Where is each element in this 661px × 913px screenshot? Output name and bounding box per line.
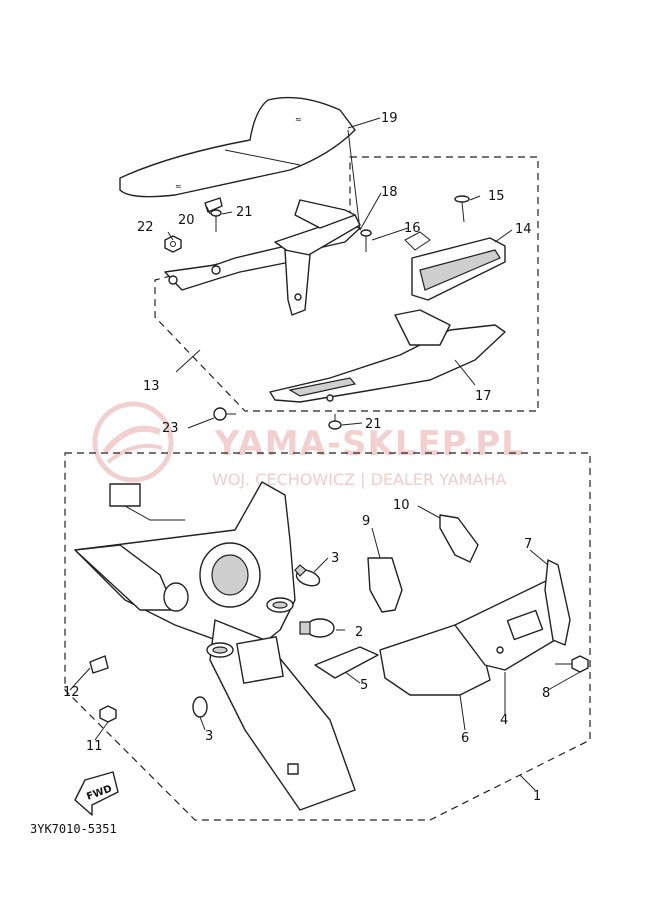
callout-4: 4 <box>500 713 508 728</box>
callout-8: 8 <box>542 686 550 701</box>
callout-10: 10 <box>393 498 410 513</box>
clip-20-icon <box>204 197 223 213</box>
seat-cover-part: ≈ ≈ <box>119 96 356 198</box>
leader-lines <box>69 117 581 791</box>
bolt-11-icon <box>99 705 117 723</box>
svg-text:≈: ≈ <box>295 115 302 124</box>
assembly-1-boundary <box>64 452 591 821</box>
reflector-7-part <box>544 559 571 646</box>
wire-connector-part <box>109 483 185 521</box>
callout-21-lower: 21 <box>365 417 382 432</box>
callout-6: 6 <box>461 731 469 746</box>
callout-18: 18 <box>381 185 398 200</box>
callout-13: 13 <box>143 379 160 394</box>
reflector-9-part <box>367 557 403 613</box>
screw-8-icon <box>555 655 589 673</box>
callout-3-upper: 3 <box>331 551 339 566</box>
watermark-sub-text: WOJ. CECHOWICZ | DEALER YAMAHA <box>212 470 506 489</box>
callout-23: 23 <box>162 421 179 436</box>
callout-1: 1 <box>533 789 541 804</box>
bulb-2-icon <box>299 618 335 638</box>
callout-19: 19 <box>381 111 398 126</box>
callout-20: 20 <box>178 213 195 228</box>
bulb-3-upper-icon <box>294 564 321 587</box>
diagram-code: 3YK7010-5351 <box>30 822 117 836</box>
rear-fender-housing-part <box>74 481 356 811</box>
nut-22-icon <box>164 235 182 253</box>
callout-11: 11 <box>86 739 103 754</box>
callout-5: 5 <box>360 678 368 693</box>
screw-16-icon <box>360 229 372 252</box>
svg-text:≈: ≈ <box>175 182 182 191</box>
watermark: YAMA-SKLEP.PL WOJ. CECHOWICZ | DEALER YA… <box>92 401 524 489</box>
callout-16: 16 <box>404 221 421 236</box>
tail-base-part <box>269 309 506 403</box>
callout-3-lower: 3 <box>205 729 213 744</box>
tail-light-part <box>404 231 506 301</box>
callout-21-upper: 21 <box>236 205 253 220</box>
callout-17: 17 <box>475 389 492 404</box>
bolt-21-lower-icon <box>328 414 342 430</box>
bulb-3-lower-icon <box>192 696 208 718</box>
watermark-main-text: YAMA-SKLEP.PL <box>214 424 524 464</box>
callouts: 19 18 15 16 14 22 20 21 13 17 23 21 10 9… <box>63 111 550 804</box>
callout-7: 7 <box>524 537 532 552</box>
screw-15-icon <box>454 195 470 223</box>
callout-12: 12 <box>63 685 80 700</box>
watermark-logo-icon <box>92 401 174 483</box>
callout-2: 2 <box>355 625 363 640</box>
plate-5-part <box>314 646 379 679</box>
bolt-21-upper-icon <box>210 209 222 232</box>
reflector-10-part <box>439 514 479 563</box>
fwd-arrow-icon: FWD <box>74 771 119 816</box>
grommet-upper-icon <box>266 597 294 613</box>
seat-bracket-part <box>164 199 361 316</box>
callout-9: 9 <box>362 514 370 529</box>
callout-14: 14 <box>515 222 532 237</box>
bolt-23-icon <box>213 407 236 421</box>
callout-15: 15 <box>488 189 505 204</box>
callout-22: 22 <box>137 220 154 235</box>
grommet-lower-icon <box>206 642 234 658</box>
clip-12-icon <box>89 655 109 674</box>
